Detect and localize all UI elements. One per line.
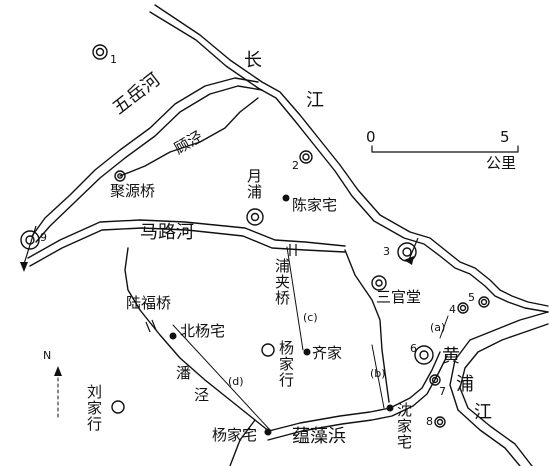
site-7-number: 7 xyxy=(439,385,446,398)
lufuqiao-bridge-mark xyxy=(145,319,157,333)
yangjiahang-town xyxy=(261,343,275,357)
yangjiahang-label: 杨家行 xyxy=(277,340,295,388)
huangpu-label-2: 浦 xyxy=(456,374,474,395)
yunzao-river-label: 蕴藻浜 xyxy=(292,426,346,447)
north-arrow-head xyxy=(54,366,62,376)
site-6-number: 6 xyxy=(410,342,417,355)
section-b xyxy=(371,344,385,409)
site-5-number: 5 xyxy=(468,291,475,304)
site-2-symbol xyxy=(299,150,313,164)
panjing-river xyxy=(124,247,271,433)
juyuanqiao-label: 聚源桥 xyxy=(110,182,156,200)
section-c xyxy=(286,246,304,351)
puxia-label: 浦夹桥 xyxy=(273,258,291,306)
wuyue-river-b xyxy=(35,85,263,243)
puxia-bridge-mark xyxy=(289,244,297,256)
site-8-number: 8 xyxy=(426,415,433,428)
site-5-symbol xyxy=(478,296,490,308)
south-creek xyxy=(229,419,256,466)
site-1-symbol xyxy=(92,44,108,60)
north-label: N xyxy=(43,349,52,362)
site-2-number: 2 xyxy=(292,159,299,172)
liujiahang-town xyxy=(111,400,125,414)
panjing-label-2: 泾 xyxy=(194,386,210,404)
site-3-arrow xyxy=(407,237,419,263)
huangpu-label-1: 黄 xyxy=(442,346,460,367)
site-9-arrow-head xyxy=(20,262,28,272)
site-4-symbol xyxy=(457,302,469,314)
scale-bar xyxy=(371,145,519,153)
scale-zero-label: 0 xyxy=(366,128,376,146)
lufuqiao-label: 陆福桥 xyxy=(126,294,172,312)
sanguantang-town xyxy=(371,275,387,291)
yuepu-label: 月浦 xyxy=(245,168,263,200)
huangpu-bank-b xyxy=(459,323,549,466)
section-b-label: (b) xyxy=(370,367,386,380)
section-c-label: (c) xyxy=(303,311,318,324)
site-4-number: 4 xyxy=(449,303,456,316)
site-9-number: 9 xyxy=(40,231,47,244)
juyuanqiao-town xyxy=(114,170,126,182)
yuepu-town xyxy=(246,208,264,226)
changjiang-label-2: 江 xyxy=(306,90,324,111)
qijia-dot xyxy=(303,348,311,356)
beiyangzhai-dot xyxy=(169,332,177,340)
site-1-number: 1 xyxy=(110,53,117,66)
gujing-river xyxy=(119,97,259,177)
site-3-number: 3 xyxy=(383,245,390,258)
site-9-arrow xyxy=(23,225,37,265)
beiyangzhai-label: 北杨宅 xyxy=(180,322,226,340)
chenjiazhai-dot xyxy=(282,194,290,202)
huangpu-bank-a xyxy=(449,311,549,466)
section-d xyxy=(172,324,271,431)
yangjiazhai-label: 杨家宅 xyxy=(212,426,258,444)
liujiahang-label: 刘家行 xyxy=(85,384,103,432)
malu-river-label: 马路河 xyxy=(140,222,194,243)
site-8-symbol xyxy=(434,416,446,428)
changjiang-label-1: 长 xyxy=(244,50,262,71)
panjing-label-1: 潘 xyxy=(176,364,192,382)
sanguantang-label: 三官堂 xyxy=(376,288,422,306)
malu-river-a xyxy=(27,219,346,259)
scale-five-label: 5 xyxy=(500,128,510,146)
chenjiazhai-label: 陈家宅 xyxy=(292,196,338,214)
qijia-label: 齐家 xyxy=(312,344,343,362)
section-a xyxy=(439,315,449,339)
yangjiazhai-dot xyxy=(264,428,272,436)
section-a-label: (a) xyxy=(430,321,446,334)
site-9-symbol xyxy=(20,230,40,250)
yunzao-river-b xyxy=(267,355,448,441)
shenjiazhai-dot xyxy=(386,404,394,412)
section-d-label: (d) xyxy=(228,375,244,388)
site-7-symbol xyxy=(429,374,441,386)
shenjiazhai-label: 沈家宅 xyxy=(395,402,413,450)
scale-unit-label: 公里 xyxy=(486,154,517,172)
changjiang-bank-outer xyxy=(154,4,549,307)
wuyue-river-a xyxy=(31,77,259,237)
malu-river-b xyxy=(29,227,346,267)
puxia-creek xyxy=(344,249,390,403)
site-6-symbol xyxy=(414,345,434,365)
huangpu-label-3: 江 xyxy=(474,402,492,423)
